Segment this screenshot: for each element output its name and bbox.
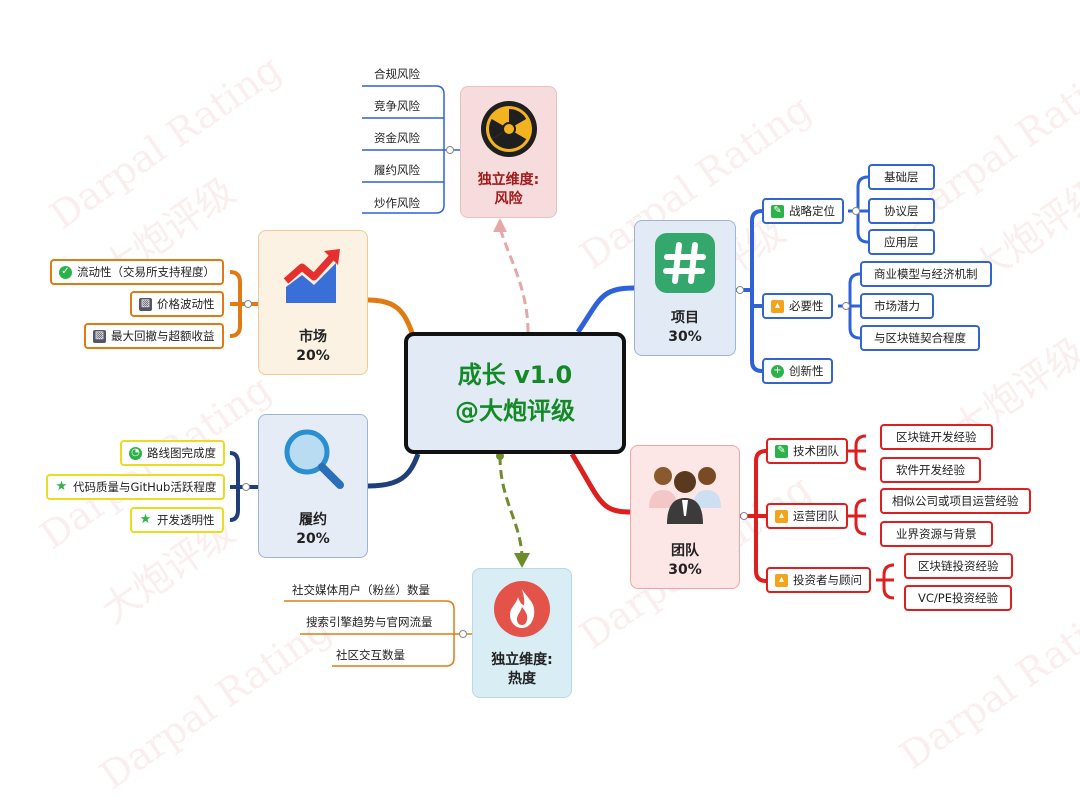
check-icon: ✓ xyxy=(59,265,72,279)
heat-item: 社区交互数量 xyxy=(336,648,405,662)
collapse-toggle[interactable] xyxy=(459,630,467,638)
star-icon: ★ xyxy=(139,512,152,527)
star-icon: ★ xyxy=(55,479,68,494)
project-strategy[interactable]: ✎ 战略定位 xyxy=(762,198,844,224)
risk-item: 资金风险 xyxy=(374,131,420,145)
image-icon: ▨ xyxy=(139,297,152,311)
risk-item: 履约风险 xyxy=(374,163,420,177)
fulfill-item[interactable]: ★ 代码质量与GitHub活跃程度 xyxy=(46,474,226,500)
radiation-icon xyxy=(479,99,539,165)
ops-item[interactable]: 业界资源与背景 xyxy=(880,521,993,547)
project-label: 项目 xyxy=(671,310,699,326)
flag-icon: ▴ xyxy=(775,509,788,523)
magnifier-icon xyxy=(280,425,346,497)
market-percent: 20% xyxy=(296,348,330,364)
ops-item[interactable]: 相似公司或项目运营经验 xyxy=(880,488,1031,514)
market-item[interactable]: ▨ 最大回撤与超额收益 xyxy=(84,323,224,349)
market-label: 市场 xyxy=(299,329,327,345)
people-icon xyxy=(645,460,725,532)
collapse-toggle[interactable] xyxy=(446,146,454,154)
project-innovation[interactable]: + 创新性 xyxy=(762,358,833,384)
heat-line1: 独立维度: xyxy=(491,652,553,668)
heat-node[interactable]: 独立维度: 热度 xyxy=(472,568,572,698)
necessity-item[interactable]: 市场潜力 xyxy=(860,293,934,319)
fulfill-percent: 20% xyxy=(296,531,330,547)
necessity-item[interactable]: 与区块链契合程度 xyxy=(860,325,980,351)
team-label: 团队 xyxy=(671,543,699,559)
fire-icon xyxy=(492,579,552,645)
risk-node[interactable]: 独立维度: 风险 xyxy=(460,86,557,218)
center-title: 成长 v1.0 xyxy=(457,361,573,389)
collapse-toggle[interactable] xyxy=(740,512,748,520)
tech-item[interactable]: 软件开发经验 xyxy=(880,457,981,483)
hashtag-icon xyxy=(653,231,717,301)
flag-icon: ▴ xyxy=(771,299,784,313)
risk-line2: 风险 xyxy=(494,191,523,207)
fulfill-item[interactable]: ★ 开发透明性 xyxy=(130,507,224,533)
team-node[interactable]: 团队 30% xyxy=(630,445,740,589)
center-node[interactable]: 成长 v1.0 @大炮评级 xyxy=(404,332,626,454)
fulfill-item[interactable]: ◔ 路线图完成度 xyxy=(120,440,225,466)
project-necessity[interactable]: ▴ 必要性 xyxy=(762,293,833,319)
plus-icon: + xyxy=(771,364,784,378)
progress-pie-icon: ◔ xyxy=(129,446,142,460)
edit-icon: ✎ xyxy=(771,204,784,218)
team-percent: 30% xyxy=(668,562,702,578)
image-icon: ▨ xyxy=(93,329,106,343)
heat-line2: 热度 xyxy=(508,671,536,687)
team-investors[interactable]: ▴ 投资者与顾问 xyxy=(766,567,871,593)
heat-item: 社交媒体用户（粉丝）数量 xyxy=(292,583,430,597)
market-node[interactable]: 市场 20% xyxy=(258,230,368,375)
collapse-toggle[interactable] xyxy=(244,300,252,308)
investors-item[interactable]: 区块链投资经验 xyxy=(904,553,1013,579)
necessity-item[interactable]: 商业模型与经济机制 xyxy=(860,261,992,287)
center-subtitle: @大炮评级 xyxy=(455,397,575,425)
strategy-item[interactable]: 应用层 xyxy=(868,229,935,255)
project-node[interactable]: 项目 30% xyxy=(634,220,736,356)
investors-item[interactable]: VC/PE投资经验 xyxy=(904,585,1012,611)
market-item[interactable]: ▨ 价格波动性 xyxy=(130,291,224,317)
risk-item: 炒作风险 xyxy=(374,196,420,210)
market-item[interactable]: ✓ 流动性（交易所支持程度） xyxy=(50,259,224,285)
collapse-toggle[interactable] xyxy=(242,483,250,491)
risk-item: 合规风险 xyxy=(374,67,420,81)
collapse-toggle[interactable] xyxy=(736,286,744,294)
trend-chart-icon xyxy=(280,245,346,311)
flag-icon: ▴ xyxy=(775,573,788,587)
collapse-toggle[interactable] xyxy=(852,207,860,215)
edit-icon: ✎ xyxy=(775,444,788,458)
heat-item: 搜索引擎趋势与官网流量 xyxy=(306,615,433,629)
team-ops[interactable]: ▴ 运营团队 xyxy=(766,503,848,529)
collapse-toggle[interactable] xyxy=(842,302,850,310)
strategy-item[interactable]: 协议层 xyxy=(868,198,935,224)
risk-line1: 独立维度: xyxy=(477,172,540,188)
tech-item[interactable]: 区块链开发经验 xyxy=(880,424,993,450)
fulfill-node[interactable]: 履约 20% xyxy=(258,414,368,558)
project-percent: 30% xyxy=(668,329,702,345)
risk-item: 竞争风险 xyxy=(374,99,420,113)
team-tech[interactable]: ✎ 技术团队 xyxy=(766,438,848,464)
fulfill-label: 履约 xyxy=(299,512,327,528)
strategy-item[interactable]: 基础层 xyxy=(868,164,935,190)
